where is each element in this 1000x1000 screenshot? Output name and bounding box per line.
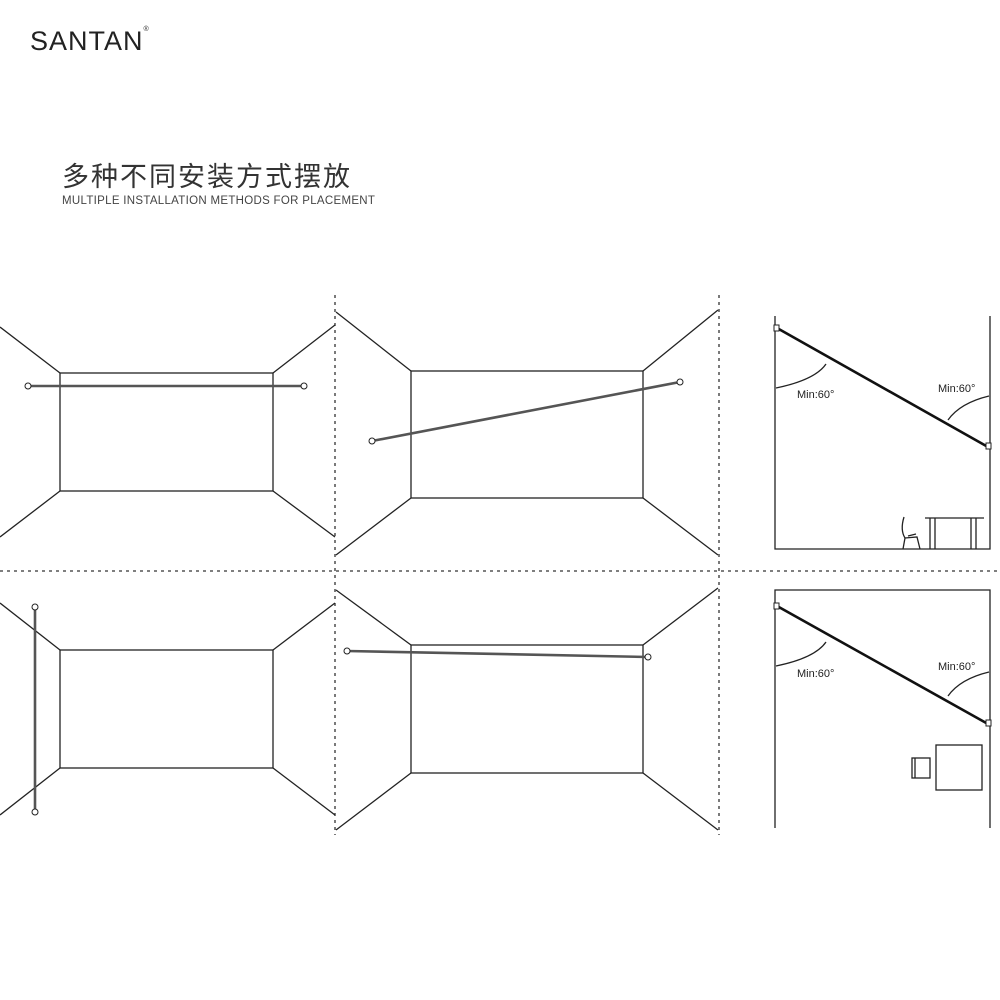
angle-label-right: Min:60° bbox=[938, 383, 975, 395]
table-icon bbox=[925, 517, 984, 549]
page-subtitle: MULTIPLE INSTALLATION METHODS FOR PLACEM… bbox=[62, 195, 376, 207]
brand-name: SANTAN bbox=[30, 26, 144, 56]
room-vertical-rod bbox=[0, 602, 336, 816]
room-wall-to-corner bbox=[335, 587, 719, 831]
room-angled-rod bbox=[335, 309, 719, 556]
page-title: 多种不同安装方式摆放 bbox=[62, 162, 352, 193]
chair-icon bbox=[901, 516, 921, 550]
side-view-with-furniture: Min:60° Min:60° bbox=[773, 316, 992, 550]
angle-label-left: Min:60° bbox=[797, 389, 834, 401]
room-wall-to-wall bbox=[0, 324, 336, 538]
rod bbox=[776, 326, 989, 449]
rod bbox=[371, 380, 681, 443]
brand-mark: ® bbox=[143, 26, 150, 33]
angle-label-right: Min:60° bbox=[938, 661, 975, 673]
angle-label-left: Min:60° bbox=[797, 668, 834, 680]
rod bbox=[346, 649, 649, 659]
top-view-with-furniture: Min:60° Min:60° bbox=[773, 589, 992, 828]
rod bbox=[776, 604, 989, 726]
table-icon bbox=[935, 744, 983, 791]
brand-logo: SANTAN® bbox=[30, 26, 150, 57]
chair-icon bbox=[911, 757, 931, 779]
